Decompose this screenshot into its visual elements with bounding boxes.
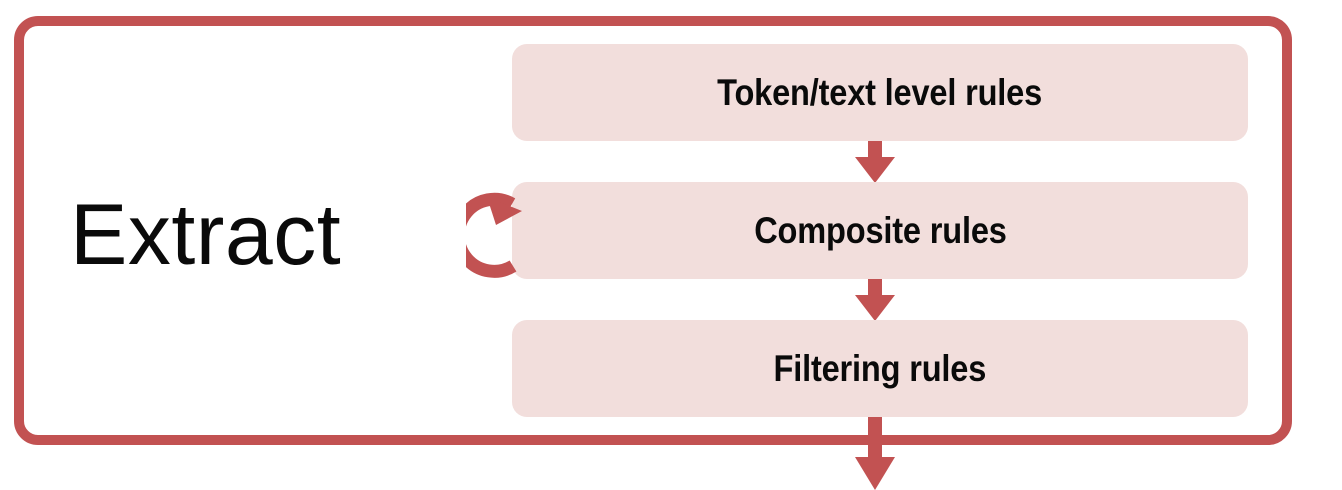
arrow-head-down-icon	[855, 457, 895, 490]
arrow-token-to-composite	[855, 141, 895, 183]
arrow-stem	[868, 141, 882, 159]
rule-box-label: Composite rules	[753, 209, 1007, 251]
page-title: Extract	[70, 187, 342, 283]
rule-box-token-text-level[interactable]: Token/text level rules	[512, 44, 1248, 141]
arrow-head-down-icon	[855, 295, 895, 321]
rule-box-filtering[interactable]: Filtering rules	[512, 320, 1248, 417]
arrow-stem	[868, 417, 882, 459]
arrow-filtering-to-next-stage	[855, 417, 895, 490]
rule-box-composite[interactable]: Composite rules	[512, 182, 1248, 279]
arrow-composite-to-filtering	[855, 279, 895, 321]
rule-box-label: Token/text level rules	[717, 71, 1043, 113]
arrow-head-down-icon	[855, 157, 895, 183]
arrow-stem	[868, 279, 882, 297]
extract-stage-container	[14, 16, 1292, 445]
rule-box-label: Filtering rules	[773, 347, 987, 389]
loop-back-arrow-icon	[466, 184, 526, 278]
